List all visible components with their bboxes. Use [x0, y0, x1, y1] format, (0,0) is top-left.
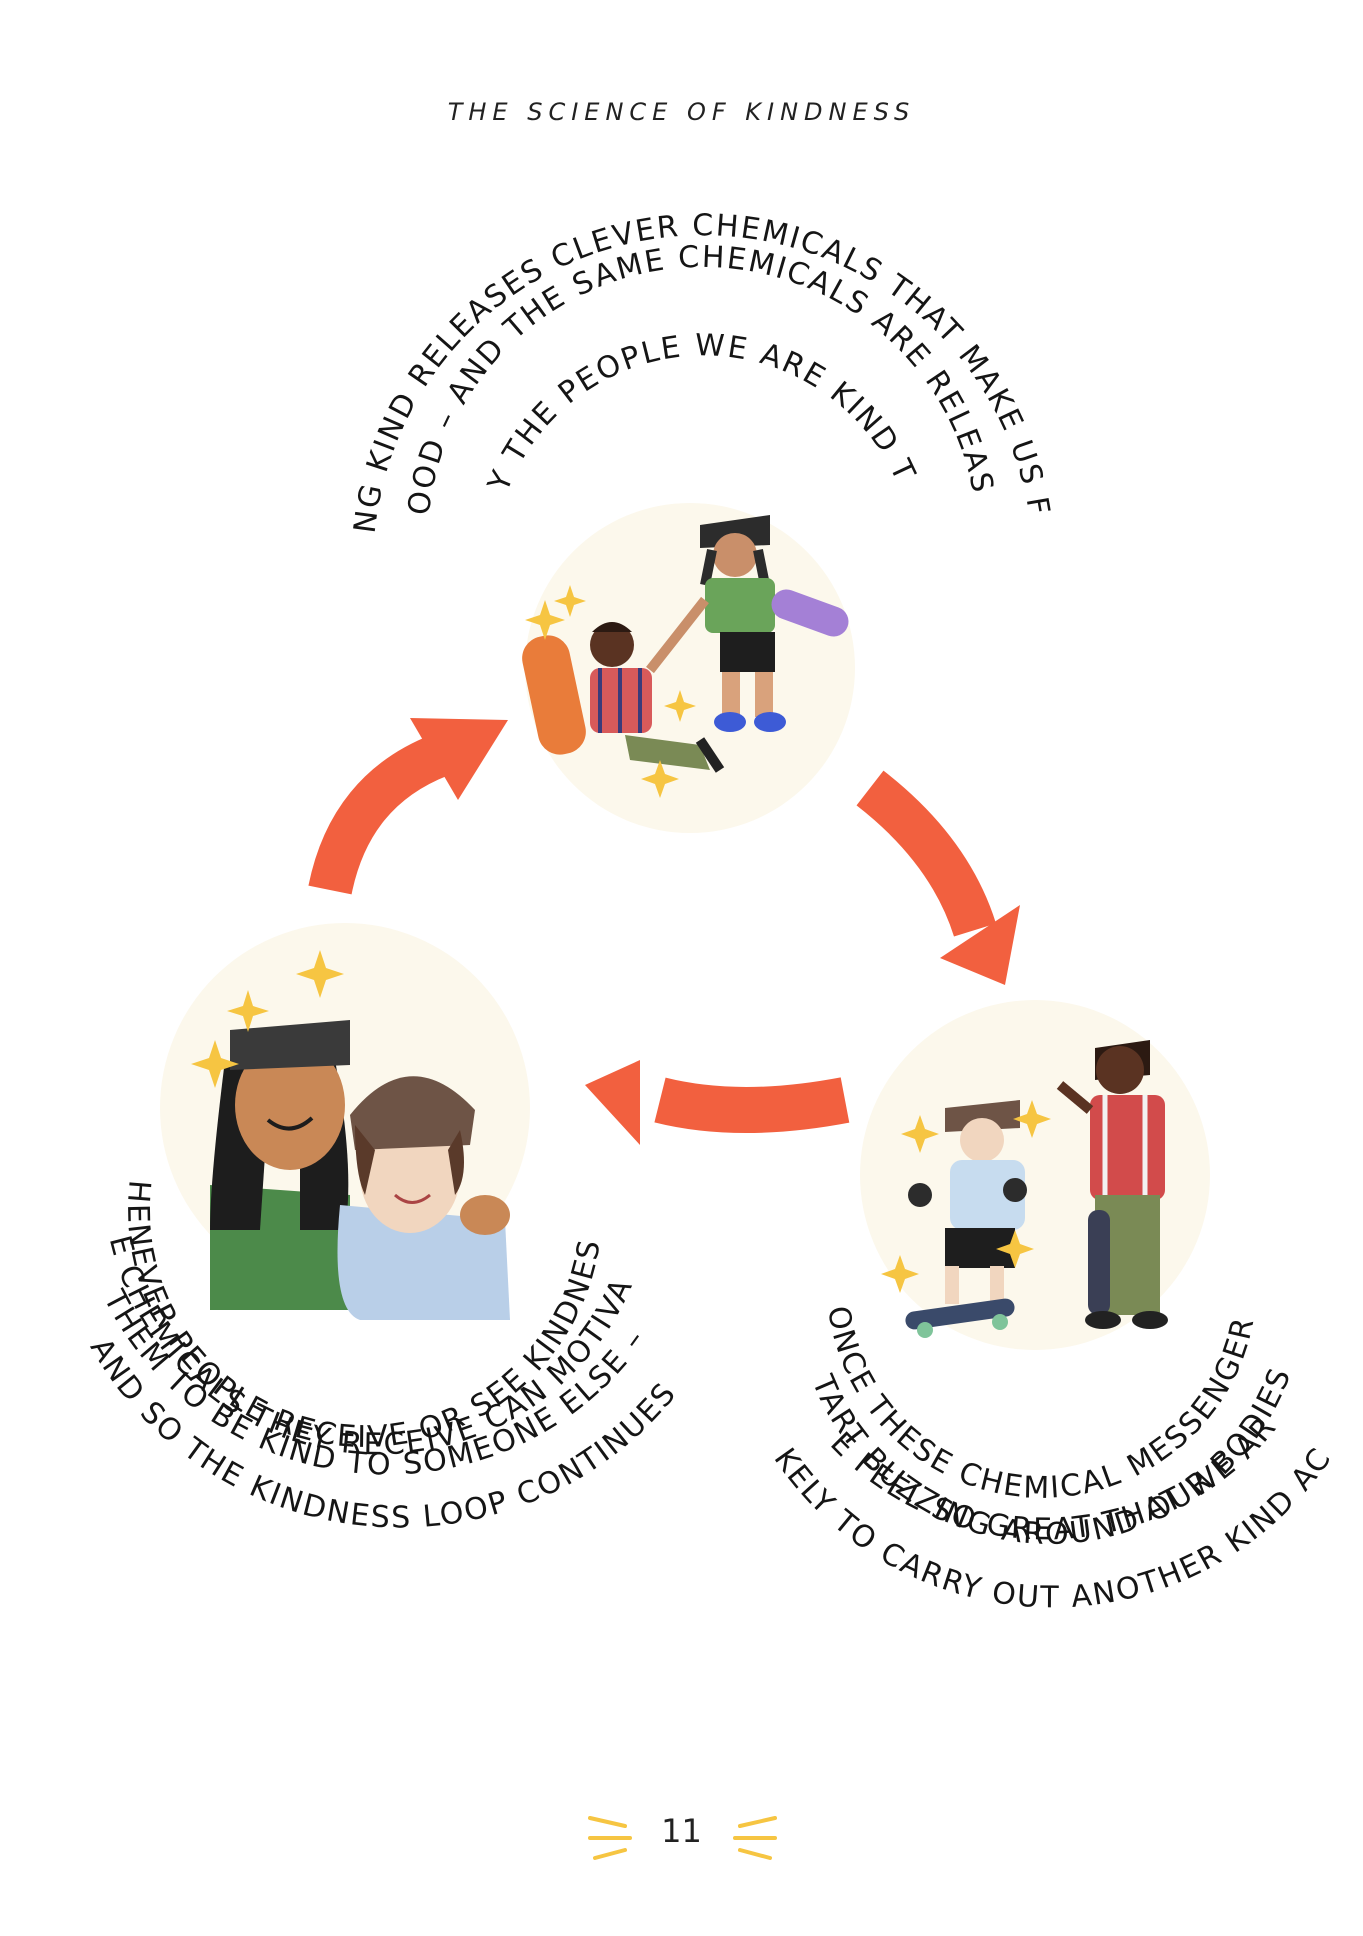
- arrow-top-to-right: [856, 770, 1020, 985]
- folio-sparkles: [588, 1816, 777, 1860]
- page-number: 11: [661, 1812, 702, 1850]
- loop-arrows: [308, 718, 1020, 1145]
- top-illustration: [522, 503, 855, 833]
- left-illustration: [160, 923, 530, 1320]
- arrow-left-to-top: [308, 718, 508, 895]
- right-illustration: [860, 1000, 1210, 1350]
- arrow-right-to-left: [585, 1060, 850, 1145]
- caption-top: BEING KIND RELEASES CLEVER CHEMICALS THA…: [0, 0, 1054, 535]
- running-head: THE SCIENCE OF KINDNESS: [447, 98, 916, 126]
